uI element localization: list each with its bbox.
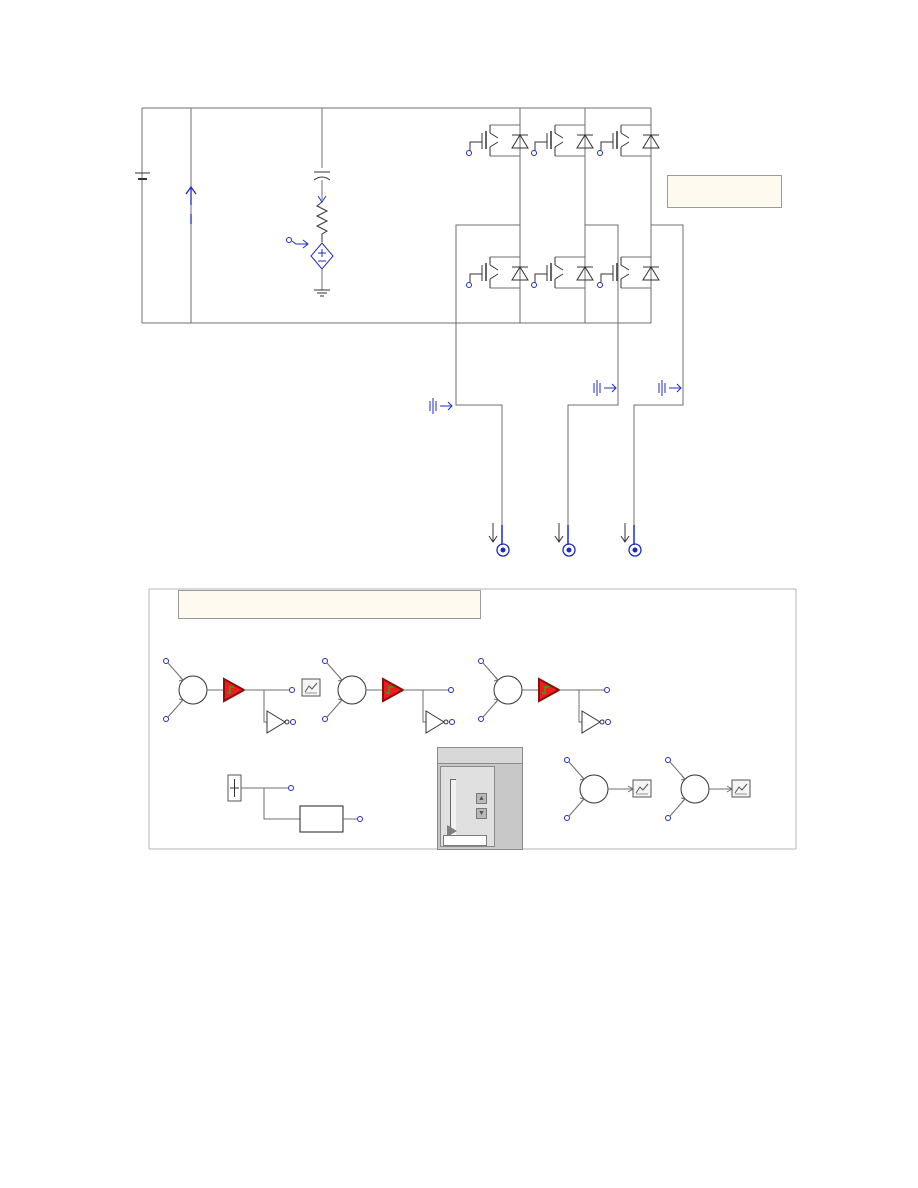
- slider-thumb[interactable]: [447, 825, 457, 837]
- comparator-icon: [223, 677, 247, 703]
- power-stage: [135, 107, 652, 324]
- upper-switches: [466, 124, 660, 157]
- gate-signal-output[interactable]: [448, 687, 454, 693]
- slider-title-bar[interactable]: [438, 748, 522, 764]
- phase-terminal-2: [554, 523, 576, 557]
- comparator-icon: [538, 677, 562, 703]
- upper-switch-2: [531, 124, 594, 157]
- summing-junction: [163, 658, 208, 722]
- scope-block: [731, 779, 751, 798]
- lower-switches: [466, 256, 660, 289]
- pwm-channels: [163, 658, 611, 734]
- scope-block: [632, 779, 652, 798]
- gate-terminal[interactable]: [466, 282, 472, 288]
- comparator-icon: [382, 677, 406, 703]
- voltage-probe-b: [593, 380, 617, 396]
- phase-c-wire: [633, 224, 684, 525]
- lower-switch-2: [531, 256, 594, 289]
- controlled-voltage-source: [310, 242, 334, 270]
- summing-junction: [322, 658, 367, 722]
- control-input-arrow-icon: [286, 237, 309, 249]
- summer-monitor-2: [665, 757, 751, 821]
- phase-a-wire: [455, 224, 520, 525]
- phase-b-wire: [567, 224, 619, 525]
- extra-summers: [564, 757, 751, 821]
- slider-track[interactable]: [450, 779, 456, 835]
- slider-control-panel[interactable]: ▲ ▼: [437, 747, 523, 850]
- gate-terminal[interactable]: [597, 150, 603, 156]
- phase-terminal-1: [488, 523, 510, 557]
- power-annotation-box: [667, 175, 782, 208]
- gate-signal-output[interactable]: [289, 687, 295, 693]
- voltage-probe-c: [658, 380, 682, 396]
- gate-terminal[interactable]: [466, 150, 472, 156]
- lower-switch-1: [466, 256, 529, 289]
- ground-icon: [314, 289, 330, 297]
- scope-block: [301, 678, 321, 697]
- control-annotation-box: [178, 590, 481, 619]
- slider-face: ▲ ▼: [440, 766, 495, 847]
- dc-source: [135, 172, 150, 180]
- lower-switch-3: [597, 256, 660, 289]
- summing-junction: [478, 658, 523, 722]
- pwm-channel-1: [163, 658, 321, 734]
- summing-junction: [564, 757, 609, 821]
- inverter-icon: [578, 690, 611, 734]
- pwm-channel-3: [478, 658, 611, 734]
- gate-terminal[interactable]: [597, 282, 603, 288]
- voltage-probe-a: [429, 398, 453, 414]
- triangle-down-icon[interactable]: ▼: [476, 808, 487, 819]
- summing-junction: [665, 757, 710, 821]
- series-resistor: [315, 201, 329, 242]
- slider-value-field[interactable]: [443, 835, 487, 846]
- upper-switch-3: [597, 124, 660, 157]
- inverter-icon: [263, 690, 296, 734]
- gate-signal-output[interactable]: [604, 687, 610, 693]
- phase-wiring: [455, 224, 684, 525]
- current-arrow-icon: [185, 185, 197, 224]
- phase-terminals: [488, 523, 642, 557]
- triangle-up-icon[interactable]: ▲: [476, 793, 487, 804]
- phase-terminal-3: [620, 523, 642, 557]
- gain-block: [299, 805, 344, 833]
- pwm-channel-2: [322, 658, 455, 734]
- upper-switch-1: [466, 124, 529, 157]
- summer-monitor-1: [564, 757, 652, 821]
- gate-terminal[interactable]: [531, 150, 537, 156]
- inverter-icon: [422, 690, 455, 734]
- dc-setpoint-block: [227, 774, 363, 833]
- gate-terminal[interactable]: [531, 282, 537, 288]
- voltage-probes: [429, 380, 682, 414]
- series-capacitor: [313, 171, 331, 200]
